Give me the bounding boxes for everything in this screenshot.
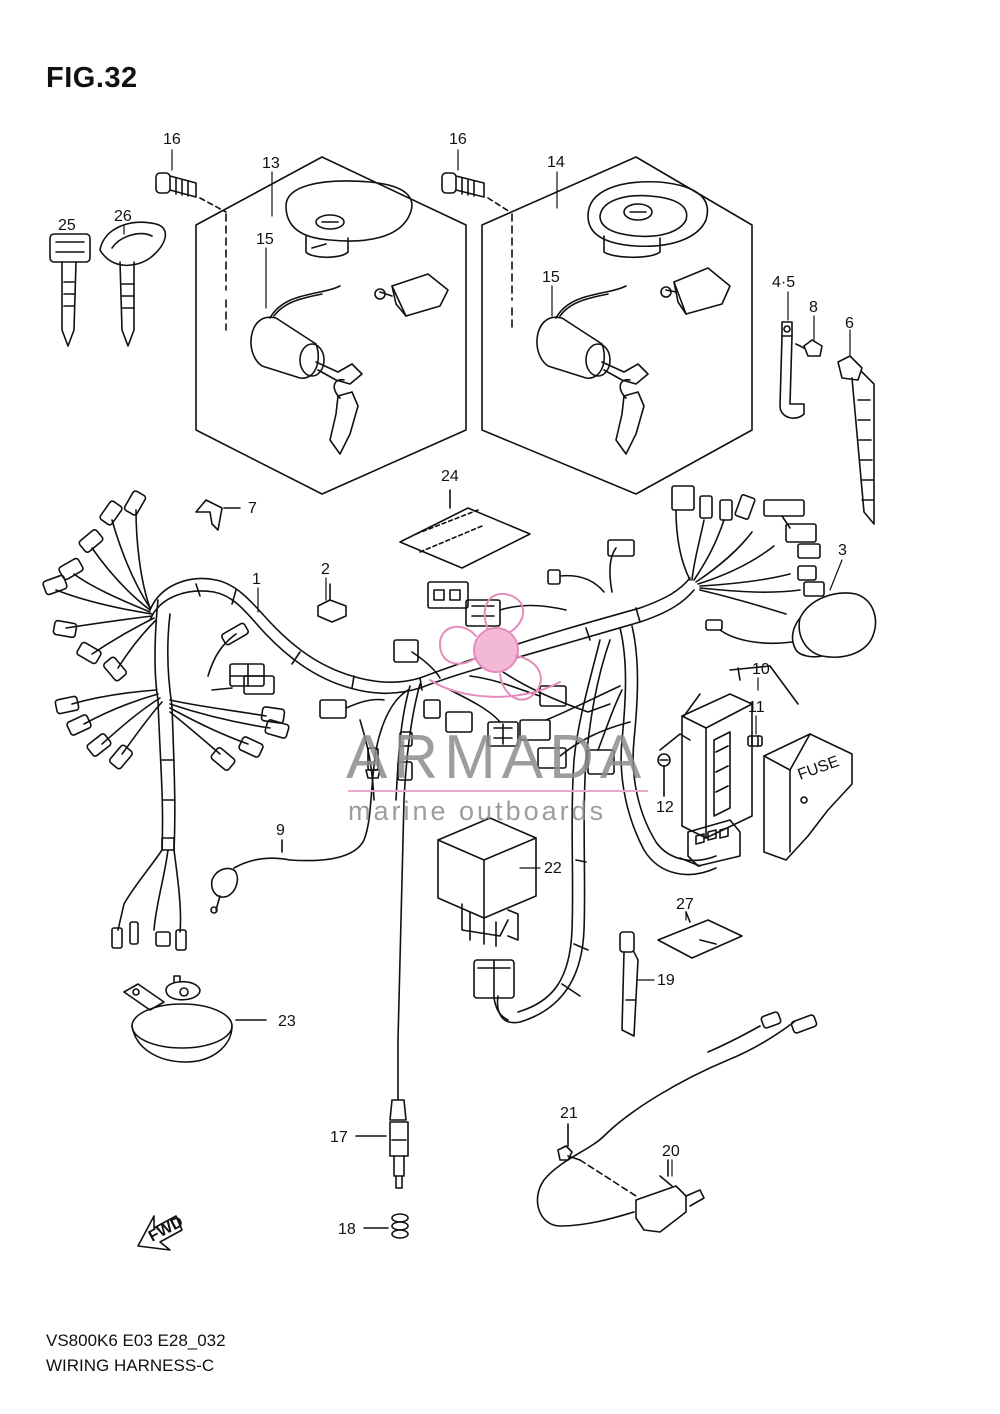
ignition-lock-15-left [250, 285, 363, 455]
fuse-box-10: FUSE [681, 665, 853, 861]
bolt-16-left [155, 172, 227, 213]
label-27 [657, 911, 743, 959]
callout-10: 10 [752, 661, 770, 678]
callout-25: 25 [58, 217, 76, 234]
callout-12: 12 [656, 799, 674, 816]
connector-fan-top-right [671, 485, 825, 615]
sidestand-switch-20 [536, 1011, 818, 1233]
callout-22: 22 [544, 860, 562, 877]
relay-connector [473, 959, 515, 1021]
callout-2: 2 [321, 561, 330, 578]
neutral-switch-17 [355, 1099, 409, 1189]
callout-1: 1 [252, 571, 261, 588]
callout-13: 13 [262, 155, 280, 172]
bolt-16-right [441, 172, 511, 213]
callout-16-left: 16 [163, 131, 181, 148]
key-26 [99, 221, 167, 347]
cable-tie-6 [837, 355, 875, 525]
watermark-brand: ARMADA [346, 723, 648, 792]
fuse-box-connector [679, 819, 741, 867]
fuse-cover-label: FUSE [796, 753, 842, 784]
leader-lines [67, 149, 851, 1177]
callout-23: 23 [278, 1013, 296, 1030]
steering-lock-right [660, 267, 731, 315]
screw-21 [557, 1123, 581, 1161]
connector-group-center [319, 539, 635, 781]
key-blank-25 [49, 233, 91, 347]
ignition-switch-group-box-left [195, 156, 467, 495]
forward-direction-arrow: FWD [137, 1213, 186, 1251]
callout-27: 27 [676, 896, 694, 913]
ignition-cover-13 [285, 180, 413, 259]
watermark-tagline: marine outboards [348, 796, 607, 826]
callout-15-right: 15 [542, 269, 560, 286]
callout-9: 9 [276, 822, 285, 839]
callout-18: 18 [338, 1221, 356, 1238]
diagram-name: WIRING HARNESS-C [46, 1356, 215, 1375]
callout-6: 6 [845, 315, 854, 332]
lead-wire-9 [210, 839, 291, 914]
switch-19 [619, 931, 639, 1037]
callout-20: 20 [662, 1143, 680, 1160]
bolt-8 [795, 339, 823, 357]
callout-19: 19 [657, 972, 675, 989]
ignition-cover-14 [587, 180, 709, 259]
figure-title: FIG.32 [46, 62, 138, 94]
horn-23 [123, 975, 267, 1063]
ignition-lock-15-right [536, 285, 649, 455]
diagram-code: VS800K6 E03 E28_032 [46, 1331, 226, 1350]
callout-26: 26 [114, 208, 132, 225]
connector-fan-bottom-left [54, 689, 290, 772]
callout-14: 14 [547, 154, 565, 171]
starter-relay-22 [437, 817, 537, 947]
callout-7: 7 [248, 500, 257, 517]
watermark-propeller-logo [429, 593, 561, 701]
callout-16-right: 16 [449, 131, 467, 148]
steering-lock-left [374, 273, 449, 317]
connector-group-mid-left [207, 622, 275, 695]
main-wiring-harness-1 [111, 577, 717, 1101]
capacitor-3 [705, 592, 877, 658]
bracket-4-5 [779, 321, 805, 419]
turn-relay-2 [317, 583, 347, 623]
label-sheet-24 [399, 489, 531, 569]
callout-8: 8 [809, 299, 818, 316]
clamp-7 [195, 499, 241, 531]
o-ring-18 [363, 1213, 409, 1239]
ignition-switch-group-box-right [481, 156, 753, 495]
callout-17: 17 [330, 1129, 348, 1146]
watermark-divider [348, 790, 648, 792]
fuse-11 [747, 735, 763, 747]
callout-numbers: 16 13 16 14 25 26 15 15 4·5 8 6 7 24 1 2… [58, 131, 854, 1238]
callout-11: 11 [748, 699, 765, 716]
callout-4-5: 4·5 [772, 274, 795, 291]
screw-12 [657, 733, 691, 797]
connector-fan-top-left [42, 490, 157, 682]
callout-21: 21 [560, 1105, 578, 1122]
callout-3: 3 [838, 542, 847, 559]
callout-24: 24 [441, 468, 459, 485]
callout-15-left: 15 [256, 231, 274, 248]
